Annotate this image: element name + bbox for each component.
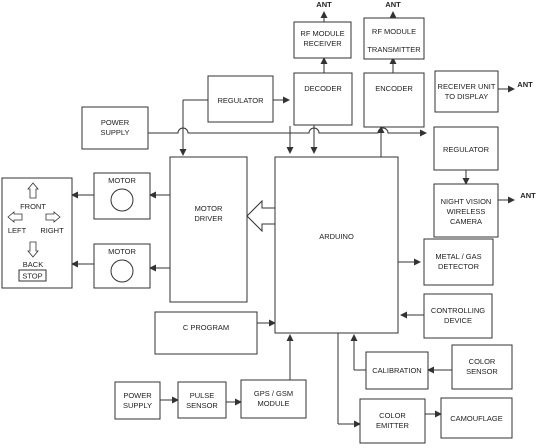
motor-driver-line1: MOTOR bbox=[195, 204, 223, 213]
left-arrow-icon bbox=[7, 211, 23, 223]
ant-label-tx: ANT bbox=[385, 0, 401, 9]
c-program-label: C PROGRAM bbox=[183, 323, 229, 332]
night-vision-line3: CAMERA bbox=[450, 217, 482, 226]
arduino-block: ARDUINO bbox=[274, 156, 399, 334]
gps-gsm-line2: MODULE bbox=[257, 399, 289, 408]
ant-label-rx: ANT bbox=[316, 0, 332, 9]
control-right-label: RIGHT bbox=[40, 226, 64, 235]
ant-label-camera: ANT bbox=[520, 191, 536, 200]
control-front-label: FRONT bbox=[20, 202, 46, 211]
power-supply-bottom-block: POWER SUPPLY bbox=[114, 381, 161, 420]
rf-receiver-line2: RECEIVER bbox=[303, 39, 342, 48]
power-supply-bottom-line2: SUPPLY bbox=[123, 401, 152, 410]
night-vision-block: NIGHT VISION WIRELESS CAMERA bbox=[433, 183, 499, 238]
calibration-block: CALIBRATION bbox=[365, 351, 429, 390]
calibration-label: CALIBRATION bbox=[372, 366, 421, 375]
receiver-unit-line2: TO DISPLAY bbox=[445, 92, 489, 101]
rf-receiver-line1: RF MODULE bbox=[300, 29, 344, 38]
motor-bottom-circle-icon bbox=[110, 259, 134, 283]
control-back-label: BACK bbox=[23, 260, 43, 269]
decoder-label: DECODER bbox=[304, 84, 342, 93]
ant-label-receiver-unit: ANT bbox=[517, 80, 533, 89]
color-emitter-line2: EMITTER bbox=[376, 421, 409, 430]
encoder-block: ENCODER bbox=[363, 72, 425, 128]
power-supply-top-line1: POWER bbox=[101, 118, 130, 127]
power-supply-top-line2: SUPPLY bbox=[100, 128, 129, 137]
metal-gas-block: METAL / GAS DETECTOR bbox=[423, 238, 494, 286]
pulse-sensor-line2: SENSOR bbox=[186, 401, 218, 410]
direction-control-panel: FRONT LEFT RIGHT BACK STOP bbox=[1, 177, 73, 289]
connectors bbox=[71, 11, 515, 428]
power-supply-bottom-line1: POWER bbox=[123, 391, 152, 400]
front-arrow-icon bbox=[27, 182, 39, 199]
gps-gsm-line1: GPS / GSM bbox=[254, 389, 293, 398]
power-bus-arrow bbox=[148, 127, 427, 137]
receiver-unit-block: RECEIVER UNIT TO DISPLAY bbox=[434, 70, 499, 113]
rf-receiver-block: RF MODULE RECEIVER bbox=[293, 21, 352, 59]
night-vision-line2: WIRELESS bbox=[447, 207, 486, 216]
motor-driver-block: MOTOR DRIVER bbox=[169, 156, 248, 303]
camouflage-block: CAMOUFLAGE bbox=[440, 397, 513, 439]
night-vision-line1: NIGHT VISION bbox=[441, 197, 492, 206]
stop-box bbox=[18, 269, 47, 282]
camouflage-label: CAMOUFLAGE bbox=[450, 414, 503, 423]
right-arrow-icon bbox=[45, 211, 61, 223]
color-sensor-block: COLOR SENSOR bbox=[451, 344, 513, 390]
rf-transmitter-line2: TRANSMITTER bbox=[367, 45, 421, 54]
pulse-sensor-block: PULSE SENSOR bbox=[177, 381, 227, 419]
pulse-sensor-line1: PULSE bbox=[190, 391, 215, 400]
motor-top-label: MOTOR bbox=[108, 176, 136, 185]
controlling-line2: DEVICE bbox=[444, 316, 472, 325]
metal-gas-line1: METAL / GAS bbox=[435, 252, 481, 261]
control-left-label: LEFT bbox=[8, 226, 27, 235]
motor-driver-line2: DRIVER bbox=[194, 214, 223, 223]
regulator-top-block: REGULATOR bbox=[207, 75, 274, 123]
regulator-top-label: REGULATOR bbox=[218, 96, 265, 105]
encoder-label: ENCODER bbox=[375, 84, 413, 93]
arduino-label: ARDUINO bbox=[319, 232, 354, 241]
regulator-right-block: REGULATOR bbox=[433, 126, 499, 171]
gps-gsm-block: GPS / GSM MODULE bbox=[240, 379, 307, 419]
back-arrow-icon bbox=[27, 241, 39, 258]
regulator-right-label: REGULATOR bbox=[443, 145, 490, 154]
control-stop-label: STOP bbox=[22, 272, 42, 281]
rf-transmitter-line1: RF MODULE bbox=[372, 27, 416, 36]
decoder-block: DECODER bbox=[293, 72, 353, 126]
color-emitter-line1: COLOR bbox=[379, 411, 406, 420]
rf-transmitter-block: RF MODULE TRANSMITTER bbox=[363, 17, 425, 60]
receiver-unit-line1: RECEIVER UNIT bbox=[438, 82, 496, 91]
controlling-device-block: CONTROLLING DEVICE bbox=[423, 293, 493, 339]
motor-bottom-label: MOTOR bbox=[108, 247, 136, 256]
color-sensor-line2: SENSOR bbox=[466, 367, 498, 376]
controlling-line1: CONTROLLING bbox=[431, 306, 485, 315]
metal-gas-line2: DETECTOR bbox=[438, 262, 480, 271]
motor-top-circle-icon bbox=[110, 188, 134, 212]
arduino-to-driver-hollow-arrow bbox=[246, 199, 276, 233]
power-supply-top-block: POWER SUPPLY bbox=[81, 106, 149, 150]
motor-bottom-block: MOTOR bbox=[93, 243, 151, 289]
color-sensor-line1: COLOR bbox=[469, 357, 496, 366]
c-program-block: C PROGRAM bbox=[154, 311, 258, 355]
motor-top-block: MOTOR bbox=[93, 172, 151, 220]
color-emitter-block: COLOR EMITTER bbox=[359, 398, 426, 444]
